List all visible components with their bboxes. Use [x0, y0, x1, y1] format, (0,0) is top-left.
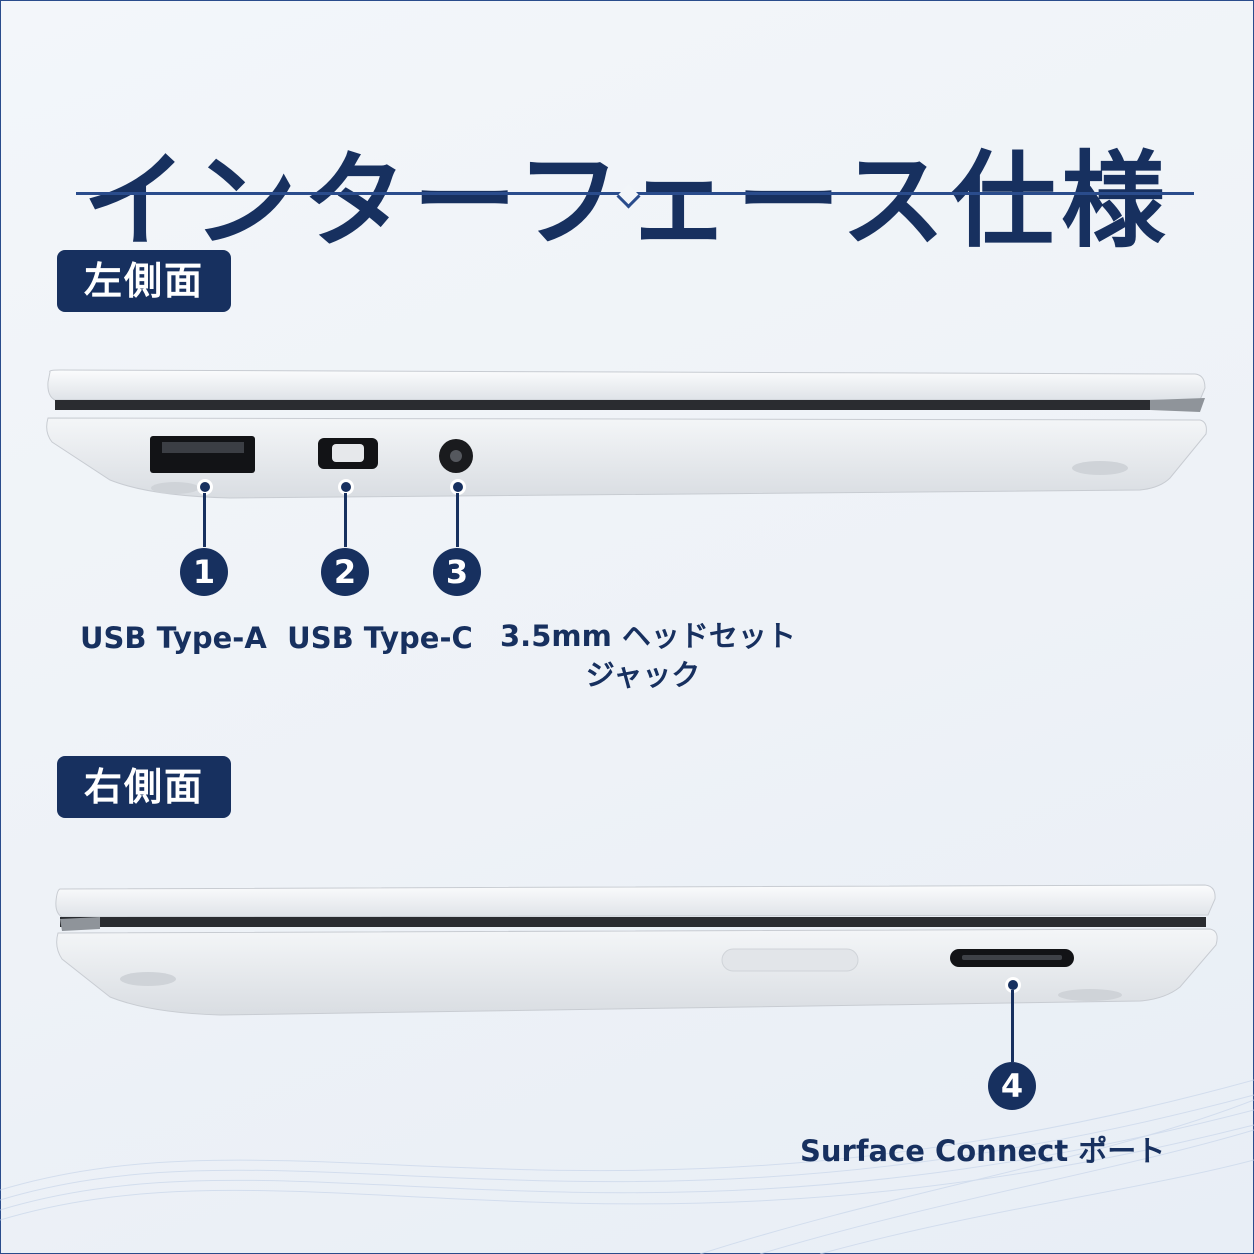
port-1-leader-line	[203, 493, 206, 547]
port-4-label: Surface Connect ポート	[800, 1134, 1166, 1168]
laptop-right-side-image	[55, 884, 1218, 1016]
port-3-label-line2: ジャック	[585, 658, 701, 692]
right-side-heading: 右側面	[57, 756, 231, 818]
left-side-heading: 左側面	[57, 250, 231, 312]
port-2-label: USB Type-C	[287, 621, 473, 655]
port-4-leader-line	[1011, 990, 1014, 1062]
port-4-number-badge: 4	[988, 1062, 1036, 1110]
background-wave-graphic	[0, 1079, 1254, 1254]
laptop-left-side-image	[46, 369, 1207, 499]
port-1-number-badge: 1	[180, 548, 228, 596]
port-3-number-badge: 3	[433, 548, 481, 596]
port-3-leader-line	[456, 493, 459, 547]
port-2-number-badge: 2	[321, 548, 369, 596]
port-2-leader-line	[344, 493, 347, 547]
port-3-label-line1: 3.5mm ヘッドセット	[500, 619, 796, 653]
port-1-label: USB Type-A	[80, 621, 267, 655]
